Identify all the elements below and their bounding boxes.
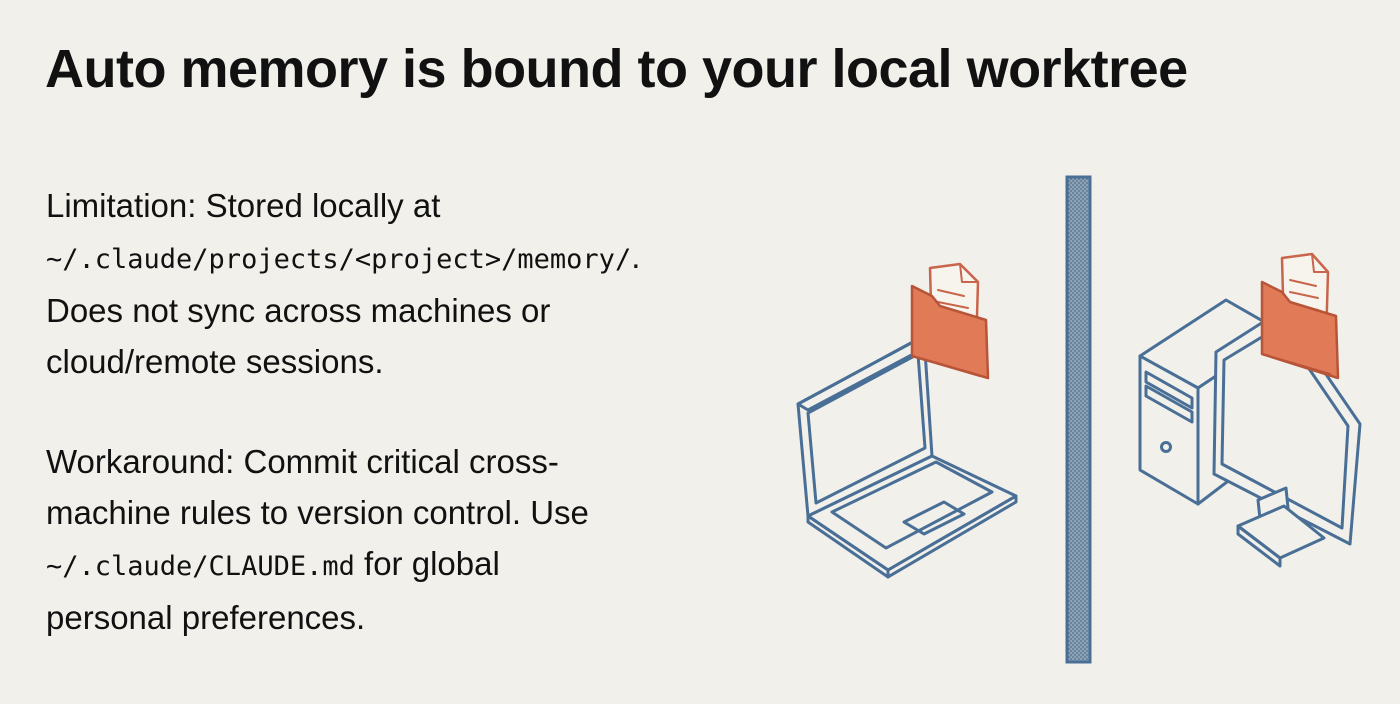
laptop-icon <box>796 334 1018 579</box>
desktop-computer-icon <box>1138 298 1362 568</box>
workaround-text-4: personal preferences. <box>46 599 366 636</box>
workaround-paragraph: Workaround: Commit critical cross- machi… <box>46 436 746 643</box>
page-title: Auto memory is bound to your local workt… <box>45 39 1188 99</box>
workaround-label: Workaround: <box>46 443 235 480</box>
folder-document-icon <box>1260 252 1340 380</box>
limitation-period: . <box>631 238 641 275</box>
limitation-paragraph: Limitation: Stored locally at ~/.claude/… <box>46 180 746 387</box>
limitation-text-2: Does not sync across machines or <box>46 292 551 329</box>
claude-md-path: ~/.claude/CLAUDE.md <box>46 551 355 582</box>
divider-wall <box>1065 175 1092 664</box>
limitation-text-3: cloud/remote sessions. <box>46 343 384 380</box>
folder-document-icon <box>910 262 990 380</box>
limitation-label: Limitation: <box>46 187 197 224</box>
memory-path: ~/.claude/projects/<project>/memory/ <box>46 244 632 275</box>
limitation-text-1: Stored locally at <box>205 187 441 224</box>
workaround-text-1: Commit critical cross- <box>243 443 559 480</box>
workaround-text-2: machine rules to version control. Use <box>46 494 589 531</box>
workaround-text-3: for global <box>364 545 500 582</box>
